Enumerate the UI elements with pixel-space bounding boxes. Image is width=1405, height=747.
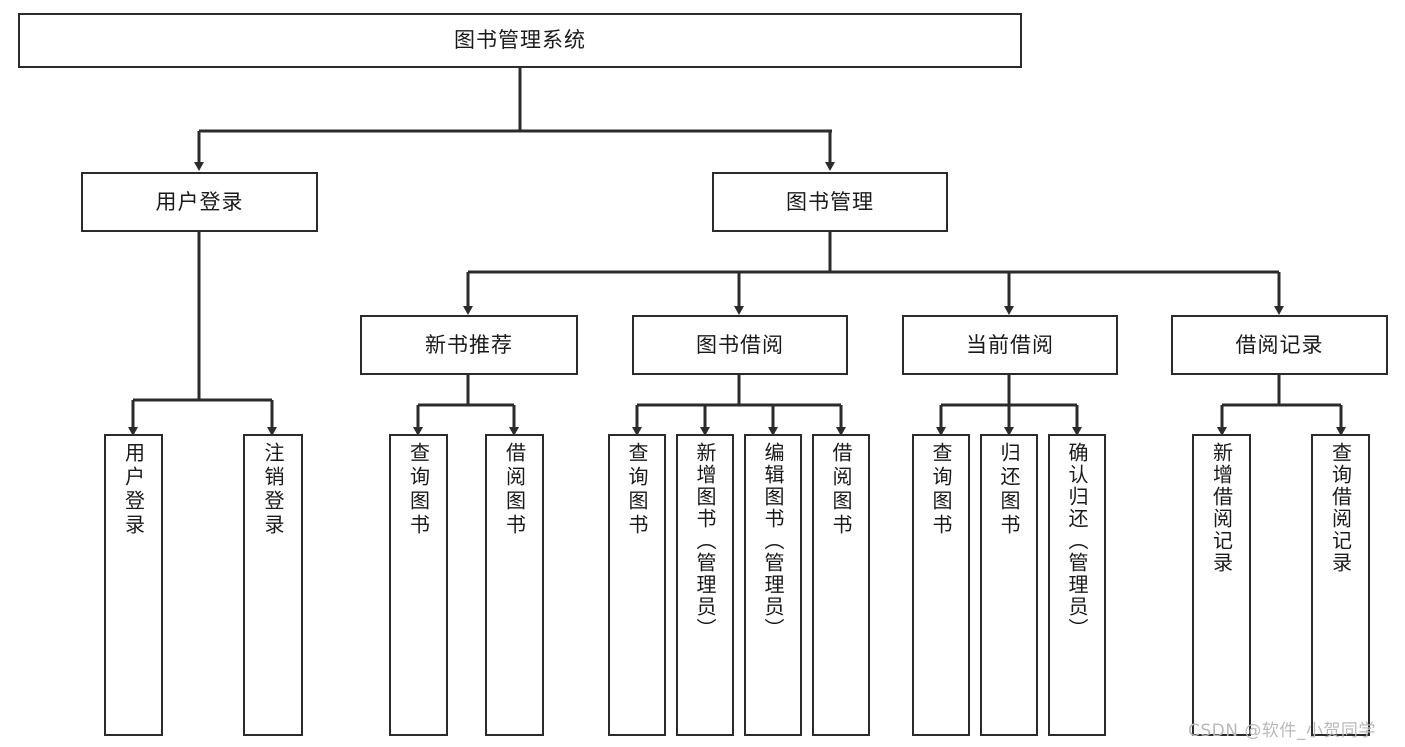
node-leaf-confirm-return[interactable]: 确认归还（管理员） [1048,434,1106,736]
node-leaf-borrow-book-2[interactable]: 借阅图书 [812,434,870,736]
node-leaf-query-record[interactable]: 查询借阅记录 [1311,434,1370,736]
node-leaf-add-record-label: 新增借阅记录 [1209,442,1234,574]
node-root[interactable]: 图书管理系统 [18,13,1022,68]
node-root-label: 图书管理系统 [454,28,586,53]
node-leaf-add-record[interactable]: 新增借阅记录 [1192,434,1251,736]
node-leaf-borrow-book-2-label: 借阅图书 [829,442,853,538]
node-leaf-return-book-label: 归还图书 [997,442,1021,538]
node-user-login[interactable]: 用户登录 [81,172,318,232]
node-current-borrow-label: 当前借阅 [966,332,1054,357]
node-leaf-query-book-2[interactable]: 查询图书 [608,434,666,736]
node-book-borrow-label: 图书借阅 [696,332,784,357]
node-leaf-user-login[interactable]: 用户登录 [104,434,163,736]
node-leaf-confirm-return-label: 确认归还（管理员） [1065,442,1089,640]
node-leaf-logout-login-label: 注销登录 [261,442,285,538]
node-leaf-logout-login[interactable]: 注销登录 [243,434,303,736]
node-leaf-query-book-3-label: 查询图书 [929,442,953,538]
node-leaf-query-book-3[interactable]: 查询图书 [912,434,970,736]
watermark-text: CSDN @软件_小贺同学 [1188,721,1376,741]
node-book-management[interactable]: 图书管理 [712,172,948,232]
node-leaf-add-book-label: 新增图书（管理员） [693,442,717,640]
node-leaf-edit-book-label: 编辑图书（管理员） [761,442,785,640]
node-leaf-query-book-1-label: 查询图书 [406,442,431,538]
node-current-borrow[interactable]: 当前借阅 [902,315,1118,375]
node-leaf-query-record-label: 查询借阅记录 [1328,442,1353,574]
node-leaf-add-book[interactable]: 新增图书（管理员） [676,434,734,736]
node-new-book-recommend[interactable]: 新书推荐 [360,315,578,375]
node-book-management-label: 图书管理 [786,189,874,214]
node-new-book-recommend-label: 新书推荐 [425,332,513,357]
node-leaf-user-login-label: 用户登录 [121,442,146,538]
node-leaf-borrow-book-1-label: 借阅图书 [502,442,527,538]
node-user-login-label: 用户登录 [155,189,244,214]
node-leaf-borrow-book-1[interactable]: 借阅图书 [485,434,544,736]
node-borrow-record[interactable]: 借阅记录 [1171,315,1388,375]
node-leaf-edit-book[interactable]: 编辑图书（管理员） [744,434,802,736]
node-leaf-query-book-2-label: 查询图书 [625,442,649,538]
node-borrow-record-label: 借阅记录 [1235,332,1324,357]
node-leaf-return-book[interactable]: 归还图书 [980,434,1038,736]
node-book-borrow[interactable]: 图书借阅 [632,315,848,375]
node-leaf-query-book-1[interactable]: 查询图书 [389,434,448,736]
